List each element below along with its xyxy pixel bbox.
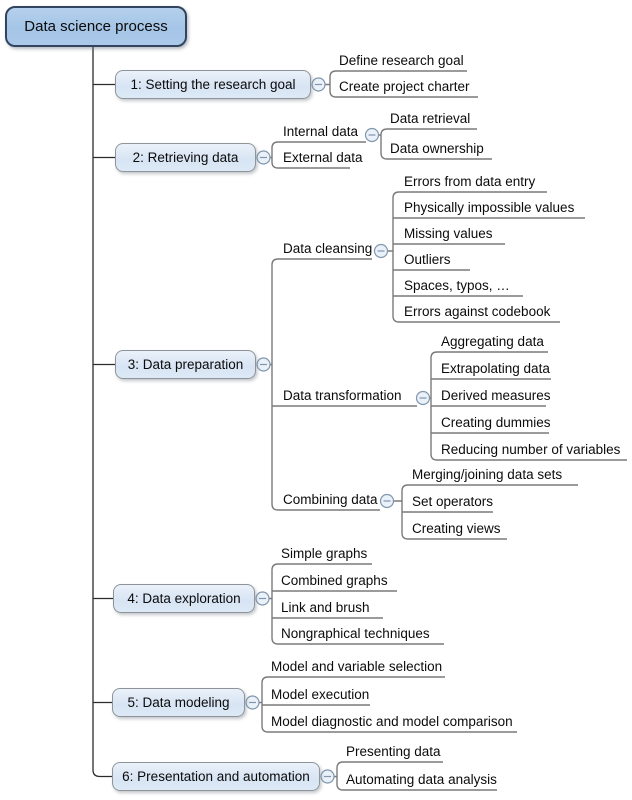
leaf-combined-graphs: Combined graphs — [281, 573, 388, 588]
collapse-minus-icon[interactable] — [245, 695, 260, 710]
leaf-model-diagnostic-and-model-comparison: Model diagnostic and model comparison — [271, 714, 513, 729]
leaf-errors-from-data-entry: Errors from data entry — [404, 174, 536, 189]
leaf-link-and-brush: Link and brush — [281, 600, 370, 615]
root-node: Data science process — [5, 6, 187, 47]
step-node-4: 4: Data exploration — [113, 584, 255, 613]
collapse-minus-icon[interactable] — [415, 390, 431, 406]
branch-lines-step2 — [270, 128, 492, 169]
leaf-physically-impossible-values: Physically impossible values — [404, 200, 575, 215]
branch-internal-data: Internal data — [283, 124, 359, 139]
branch-data-cleansing: Data cleansing — [283, 241, 373, 256]
branch-combining-data: Combining data — [283, 492, 378, 507]
collapse-minus-icon[interactable] — [379, 493, 395, 509]
collapse-minus-icon[interactable] — [364, 127, 380, 143]
leaf-missing-values: Missing values — [404, 226, 493, 241]
leaf-data-retrieval: Data retrieval — [390, 111, 471, 126]
leaf-reducing-number-of-variables: Reducing number of variables — [441, 442, 621, 457]
collapse-minus-icon[interactable] — [256, 357, 271, 372]
step-node-6: 6: Presentation and automation — [112, 762, 320, 791]
step-node-2: 2: Retrieving data — [115, 143, 256, 172]
leaf-nongraphical-techniques: Nongraphical techniques — [281, 626, 430, 641]
leaf-model-and-variable-selection: Model and variable selection — [271, 659, 443, 674]
leaf-extrapolating-data: Extrapolating data — [441, 361, 550, 376]
leaf-define-research-goal: Define research goal — [339, 53, 464, 68]
leaf-simple-graphs: Simple graphs — [281, 546, 368, 561]
collapse-minus-icon[interactable] — [255, 591, 270, 606]
step-node-1: 1: Setting the research goal — [115, 70, 311, 99]
leaf-creating-views: Creating views — [412, 521, 501, 536]
leaf-merging-joining-data-sets: Merging/joining data sets — [412, 467, 563, 482]
leaf-create-project-charter: Create project charter — [339, 79, 470, 94]
leaf-automating-data-analysis: Automating data analysis — [346, 772, 497, 787]
step-node-5: 5: Data modeling — [112, 688, 245, 717]
leaf-model-execution: Model execution — [271, 687, 370, 702]
branch-lines-step3 — [270, 191, 627, 540]
collapse-minus-icon[interactable] — [311, 77, 326, 92]
leaf-external-data: External data — [283, 150, 363, 165]
branch-lines-step1 — [325, 70, 478, 98]
collapse-minus-icon[interactable] — [256, 150, 271, 165]
branch-data-transformation: Data transformation — [283, 388, 402, 403]
collapse-minus-icon[interactable] — [320, 769, 335, 784]
leaf-data-ownership: Data ownership — [390, 141, 484, 156]
collapse-minus-icon[interactable] — [373, 243, 389, 259]
leaf-creating-dummies: Creating dummies — [441, 415, 551, 430]
branch-lines-step4 — [269, 563, 444, 645]
leaf-presenting-data: Presenting data — [346, 744, 441, 759]
leaf-set-operators: Set operators — [412, 494, 494, 509]
leaf-aggregating-data: Aggregating data — [441, 334, 544, 349]
leaf-errors-against-codebook: Errors against codebook — [404, 304, 551, 319]
step-node-3: 3: Data preparation — [115, 350, 256, 379]
leaf-outliers: Outliers — [404, 252, 451, 267]
leaf-derived-measures: Derived measures — [441, 388, 551, 403]
spine-line — [92, 43, 115, 778]
leaf-spaces-typos: Spaces, typos, … — [404, 278, 510, 293]
